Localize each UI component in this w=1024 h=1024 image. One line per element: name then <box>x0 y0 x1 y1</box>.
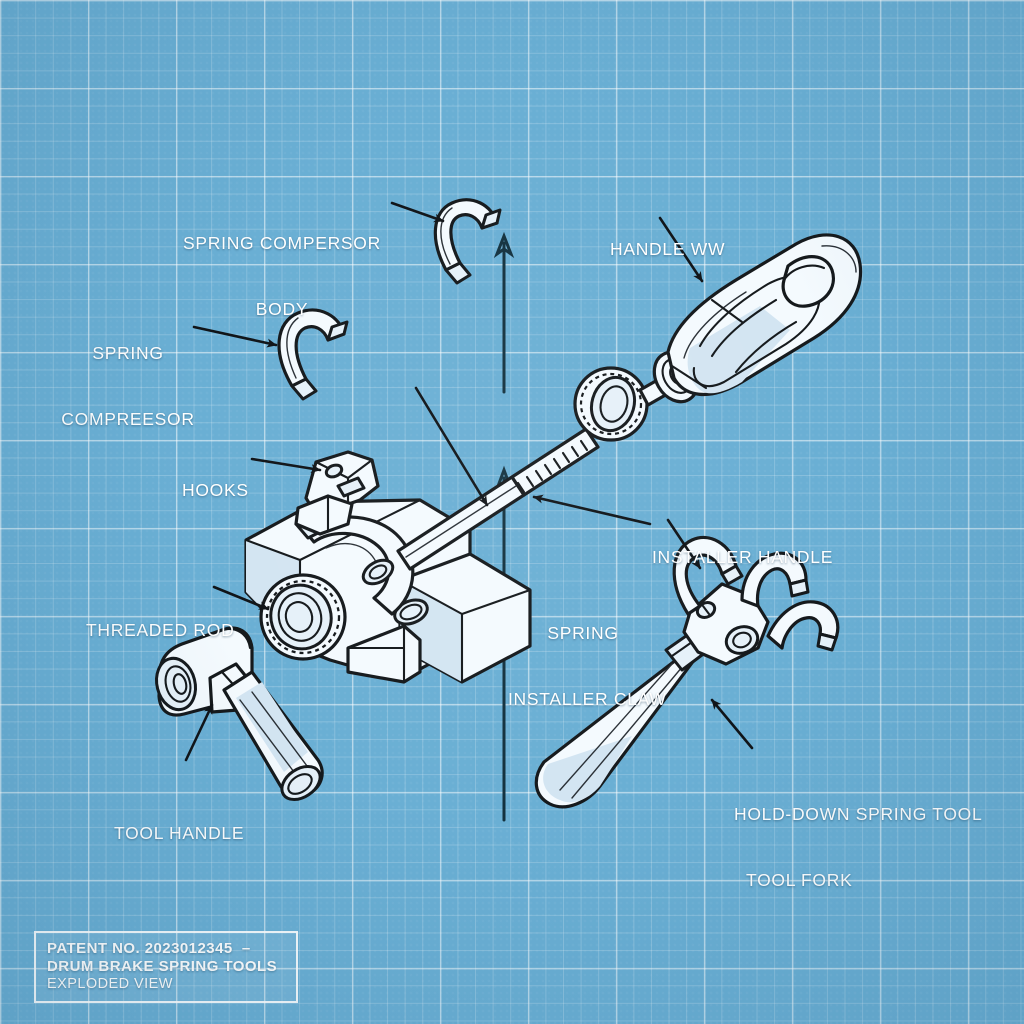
label-tool-handle: TOOL HANDLE <box>114 778 244 888</box>
part-hook-upper <box>433 198 502 285</box>
label-spring-compressor: SPRING COMPREESOR <box>48 298 208 474</box>
label-line-2: COMPREESOR <box>61 409 195 430</box>
label-line-2: INSTALLER CLAW <box>508 689 667 710</box>
title-block-drawing-title: DRUM BRAKE SPRING TOOLS <box>47 958 278 975</box>
part-compressor-body <box>244 450 532 684</box>
part-knurled-nut <box>573 366 649 442</box>
label-line-2: TOOL FORK <box>746 870 853 891</box>
label-threaded-rod: THREADED ROD <box>86 575 234 685</box>
label-line-1: TOOL HANDLE <box>114 823 245 844</box>
label-line-1: SPRING COMPERSOR <box>183 233 381 254</box>
label-spring-installer-claw: SPRING INSTALLER CLAW <box>508 578 667 754</box>
title-block-patent-no: PATENT NO. 2023012345 – <box>47 940 251 957</box>
label-line-1: SPRING <box>92 343 164 364</box>
title-block-view-type: EXPLODED VIEW <box>47 976 173 992</box>
label-hold-down-spring-tool: HOLD-DOWN SPRING TOOL TOOL FORK <box>734 759 982 935</box>
label-line-1: HOOKS <box>182 480 249 501</box>
assembly-arrow-upper <box>493 231 515 394</box>
part-tool-handle <box>155 626 324 802</box>
label-line-1: INSTALLER HANDLE <box>652 547 834 568</box>
label-spring-compressor-body: SPRING COMPERSOR BODY <box>168 188 396 364</box>
label-line-2: BODY <box>255 299 309 320</box>
title-block: PATENT NO. 2023012345 – DRUM BRAKE SPRIN… <box>34 931 298 1003</box>
label-line-1: THREADED ROD <box>86 620 235 641</box>
part-hook-lower <box>277 308 349 401</box>
part-fork-tool <box>534 535 840 809</box>
label-line-1: HOLD-DOWN SPRING TOOL <box>734 804 983 825</box>
label-installer-handle: INSTALLER HANDLE <box>652 502 833 612</box>
label-line-1: HANDLE WW <box>610 239 726 260</box>
thread-hatching <box>516 433 598 494</box>
part-knurled-adjuster <box>259 573 347 661</box>
label-handle-ww: HANDLE WW <box>610 194 725 304</box>
label-line-1: SPRING <box>547 623 619 644</box>
part-installer-handle <box>652 233 863 404</box>
leader-lines <box>184 201 754 762</box>
part-threaded-rod <box>396 366 678 571</box>
label-hooks: HOOKS <box>182 435 249 545</box>
